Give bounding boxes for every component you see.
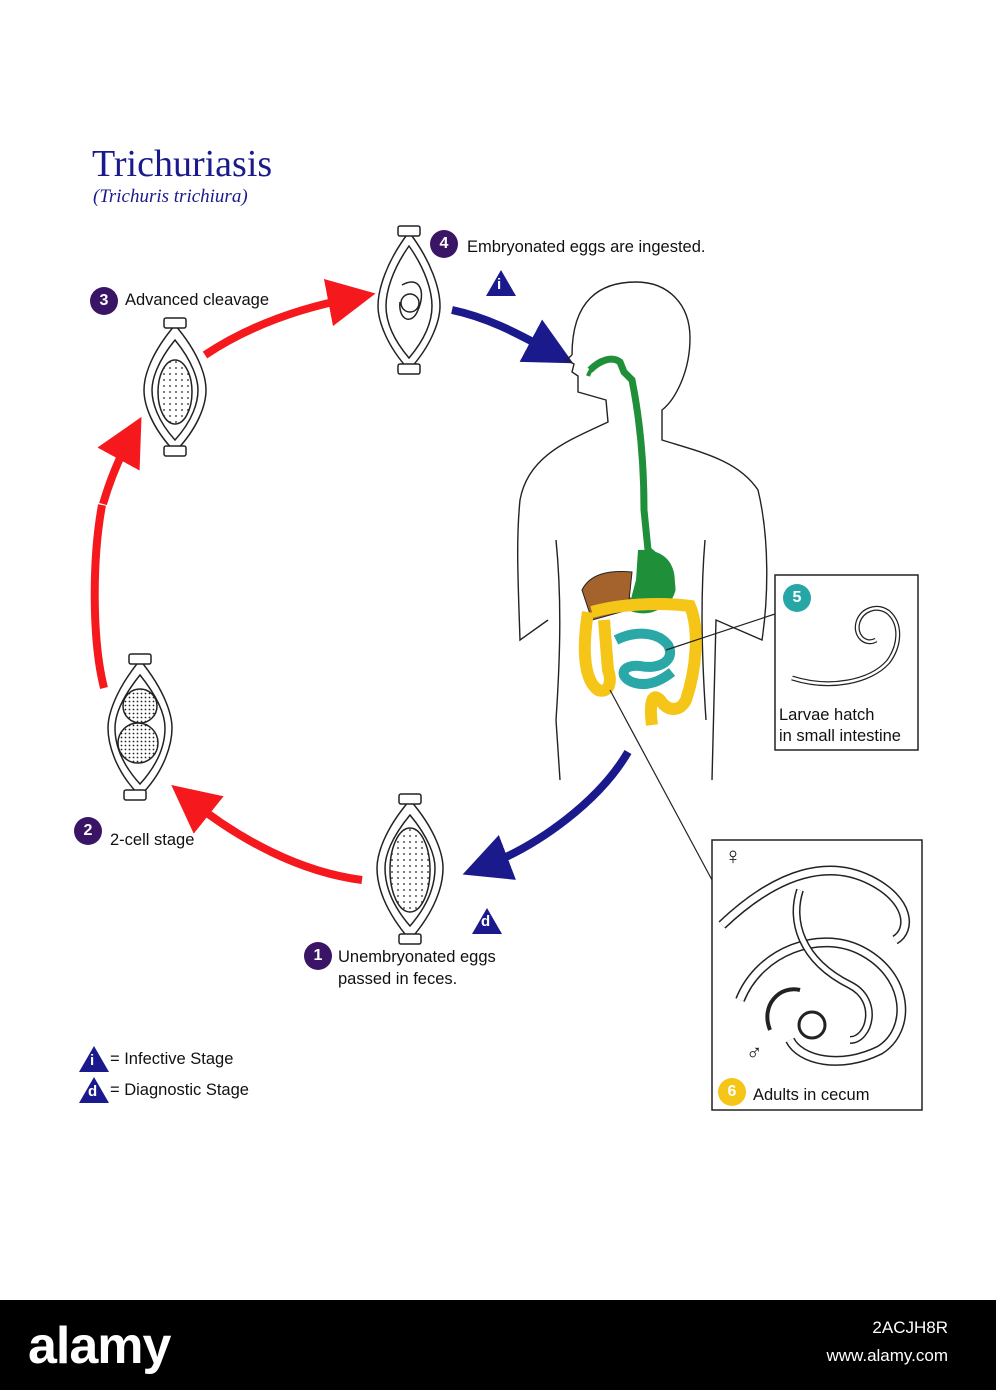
infective-stage-marker <box>486 270 516 296</box>
callout-line-5 <box>665 613 776 651</box>
legend-infective-icon <box>79 1046 109 1072</box>
egg-stage-3 <box>143 317 207 457</box>
blue-arrow-body-to-1 <box>462 749 632 880</box>
red-arrow-1-to-2 <box>171 785 363 884</box>
stage-1-badge: 1 <box>304 942 332 970</box>
legend-diagnostic-letter: d <box>88 1083 98 1100</box>
stage-6-badge: 6 <box>718 1078 746 1106</box>
watermark-banner: alamy 2ACJH8R www.alamy.com <box>0 1300 996 1390</box>
watermark-image-id: 2ACJH8R <box>872 1318 948 1337</box>
stage-2-label: 2-cell stage <box>110 831 195 849</box>
legend-infective-text: = Infective Stage <box>110 1050 234 1068</box>
diagram-title: Trichuriasis <box>92 143 273 185</box>
human-body <box>516 281 768 781</box>
trichuriasis-life-cycle-diagram: Trichuriasis (Trichuris trichiura) <box>74 143 923 1111</box>
egg-stage-2 <box>107 653 173 801</box>
red-arrow-2-to-3-lower <box>90 504 108 689</box>
female-symbol: ♀ <box>724 843 742 870</box>
digestive-organs <box>578 355 702 726</box>
stage-4-label: Embryonated eggs are ingested. <box>467 238 706 256</box>
stage-1-label-line2: passed in feces. <box>338 970 458 988</box>
legend-diagnostic-icon <box>79 1077 109 1103</box>
stage-5-label-line2: in small intestine <box>779 727 901 745</box>
red-arrow-2-to-3-upper <box>97 416 142 506</box>
diagnostic-stage-marker <box>472 908 502 934</box>
stage-5-badge: 5 <box>783 584 811 612</box>
male-symbol: ♂ <box>746 1040 763 1065</box>
infective-marker-letter: i <box>497 276 502 293</box>
legend-infective-letter: i <box>90 1052 95 1069</box>
stage-6-label: Adults in cecum <box>753 1086 870 1104</box>
stage-2-badge: 2 <box>74 817 102 845</box>
watermark-brand-logo: alamy <box>28 1317 171 1375</box>
adult-worms-box <box>711 839 923 1111</box>
egg-stage-4 <box>377 225 441 375</box>
blue-arrow-4-to-mouth <box>451 306 574 364</box>
stage-4-badge: 4 <box>430 230 458 258</box>
egg-stage-1 <box>376 793 444 945</box>
stage-3-label: Advanced cleavage <box>125 291 270 309</box>
callout-line-6 <box>609 689 713 881</box>
diagram-subtitle: (Trichuris trichiura) <box>93 186 248 207</box>
stage-1-label-line1: Unembryonated eggs <box>338 948 496 966</box>
diagnostic-marker-letter: d <box>481 913 491 930</box>
stage-3-badge: 3 <box>90 287 118 315</box>
red-arrow-3-to-4 <box>202 278 376 359</box>
legend-diagnostic-text: = Diagnostic Stage <box>110 1081 249 1099</box>
watermark-url: www.alamy.com <box>826 1346 948 1365</box>
stage-5-label-line1: Larvae hatch <box>779 706 875 724</box>
cycle-artwork <box>90 225 923 1111</box>
